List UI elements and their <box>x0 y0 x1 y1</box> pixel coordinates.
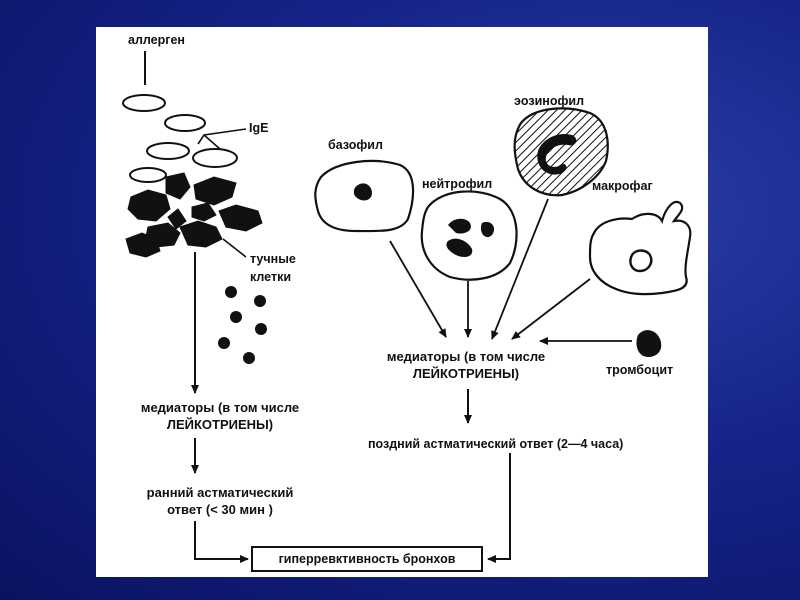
basophil-nucleus <box>353 183 372 201</box>
granule <box>230 311 242 323</box>
macrophage-cell <box>588 200 692 296</box>
mast-cell <box>193 176 237 206</box>
ige-oval <box>192 148 238 168</box>
ige-oval <box>146 142 190 160</box>
arrow-basophil-to-mediators <box>389 240 447 338</box>
mast-cell <box>179 220 223 248</box>
mast-cell <box>218 204 263 232</box>
platelet-cell <box>636 330 662 357</box>
macrophage-nucleus <box>629 249 653 273</box>
mast-cell <box>165 172 191 200</box>
arrow-macrophage-to-mediators <box>511 278 591 340</box>
ige-oval <box>164 114 206 132</box>
ige-pointer <box>203 134 221 150</box>
mast-cell <box>125 232 161 258</box>
label-platelet: тромбоцит <box>606 363 674 377</box>
granule <box>225 286 237 298</box>
neutrophil-nucleus <box>446 238 473 257</box>
mast-cell <box>127 189 171 222</box>
ige-oval <box>122 94 166 112</box>
label-hyperreactivity: гиперревктивность бронхов <box>278 552 456 566</box>
mast-cells <box>125 172 263 258</box>
neutrophil-nucleus <box>480 221 495 238</box>
hyperreactivity-box: гиперревктивность бронхов <box>251 546 483 572</box>
label-early-response-line1: ранний астматический <box>146 485 294 500</box>
label-mast-cells-line2: клетки <box>250 270 292 284</box>
arrow-late-to-hyper <box>487 453 511 563</box>
diagram-drawing <box>122 51 692 563</box>
diagram-slide: аллерген IgE тучные клетки базофил нейтр… <box>96 27 708 577</box>
label-mediators-left-line2: ЛЕЙКОТРИЕНЫ) <box>166 417 274 432</box>
mast-cells-pointer <box>222 238 247 258</box>
mast-cell <box>167 208 187 230</box>
neutrophil-nucleus <box>448 218 471 234</box>
granule <box>218 337 230 349</box>
eosinophil-cell <box>513 107 609 197</box>
eosinophil-nucleus <box>537 133 577 175</box>
label-mast-cells-line1: тучные <box>250 252 296 266</box>
label-early-response-line2: ответ (< 30 мин ) <box>167 502 273 517</box>
label-macrophage: макрофаг <box>592 179 653 193</box>
label-eosinophil: эозинофил <box>514 94 585 108</box>
neutrophil-cell <box>420 190 518 281</box>
granule <box>255 323 267 335</box>
label-ige: IgE <box>249 121 269 135</box>
label-mediators-right-line2: ЛЕЙКОТРИЕНЫ) <box>412 366 520 381</box>
label-mediators-right-line1: медиаторы (в том числе <box>386 349 546 364</box>
ige-oval <box>129 167 167 183</box>
label-basophil: базофил <box>328 138 383 152</box>
granule <box>243 352 255 364</box>
granule <box>254 295 266 307</box>
mast-cell <box>191 202 217 222</box>
label-allergen: аллерген <box>128 33 185 47</box>
label-neutrophil: нейтрофил <box>422 177 493 191</box>
granules <box>218 286 267 364</box>
label-late-response: поздний астматический ответ (2—4 часа) <box>368 437 624 451</box>
arrow-early-to-hyper <box>194 521 249 563</box>
label-mediators-left-line1: медиаторы (в том числе <box>140 400 300 415</box>
ige-antibodies <box>122 94 238 183</box>
arrow-eosinophil-to-mediators <box>491 198 549 340</box>
